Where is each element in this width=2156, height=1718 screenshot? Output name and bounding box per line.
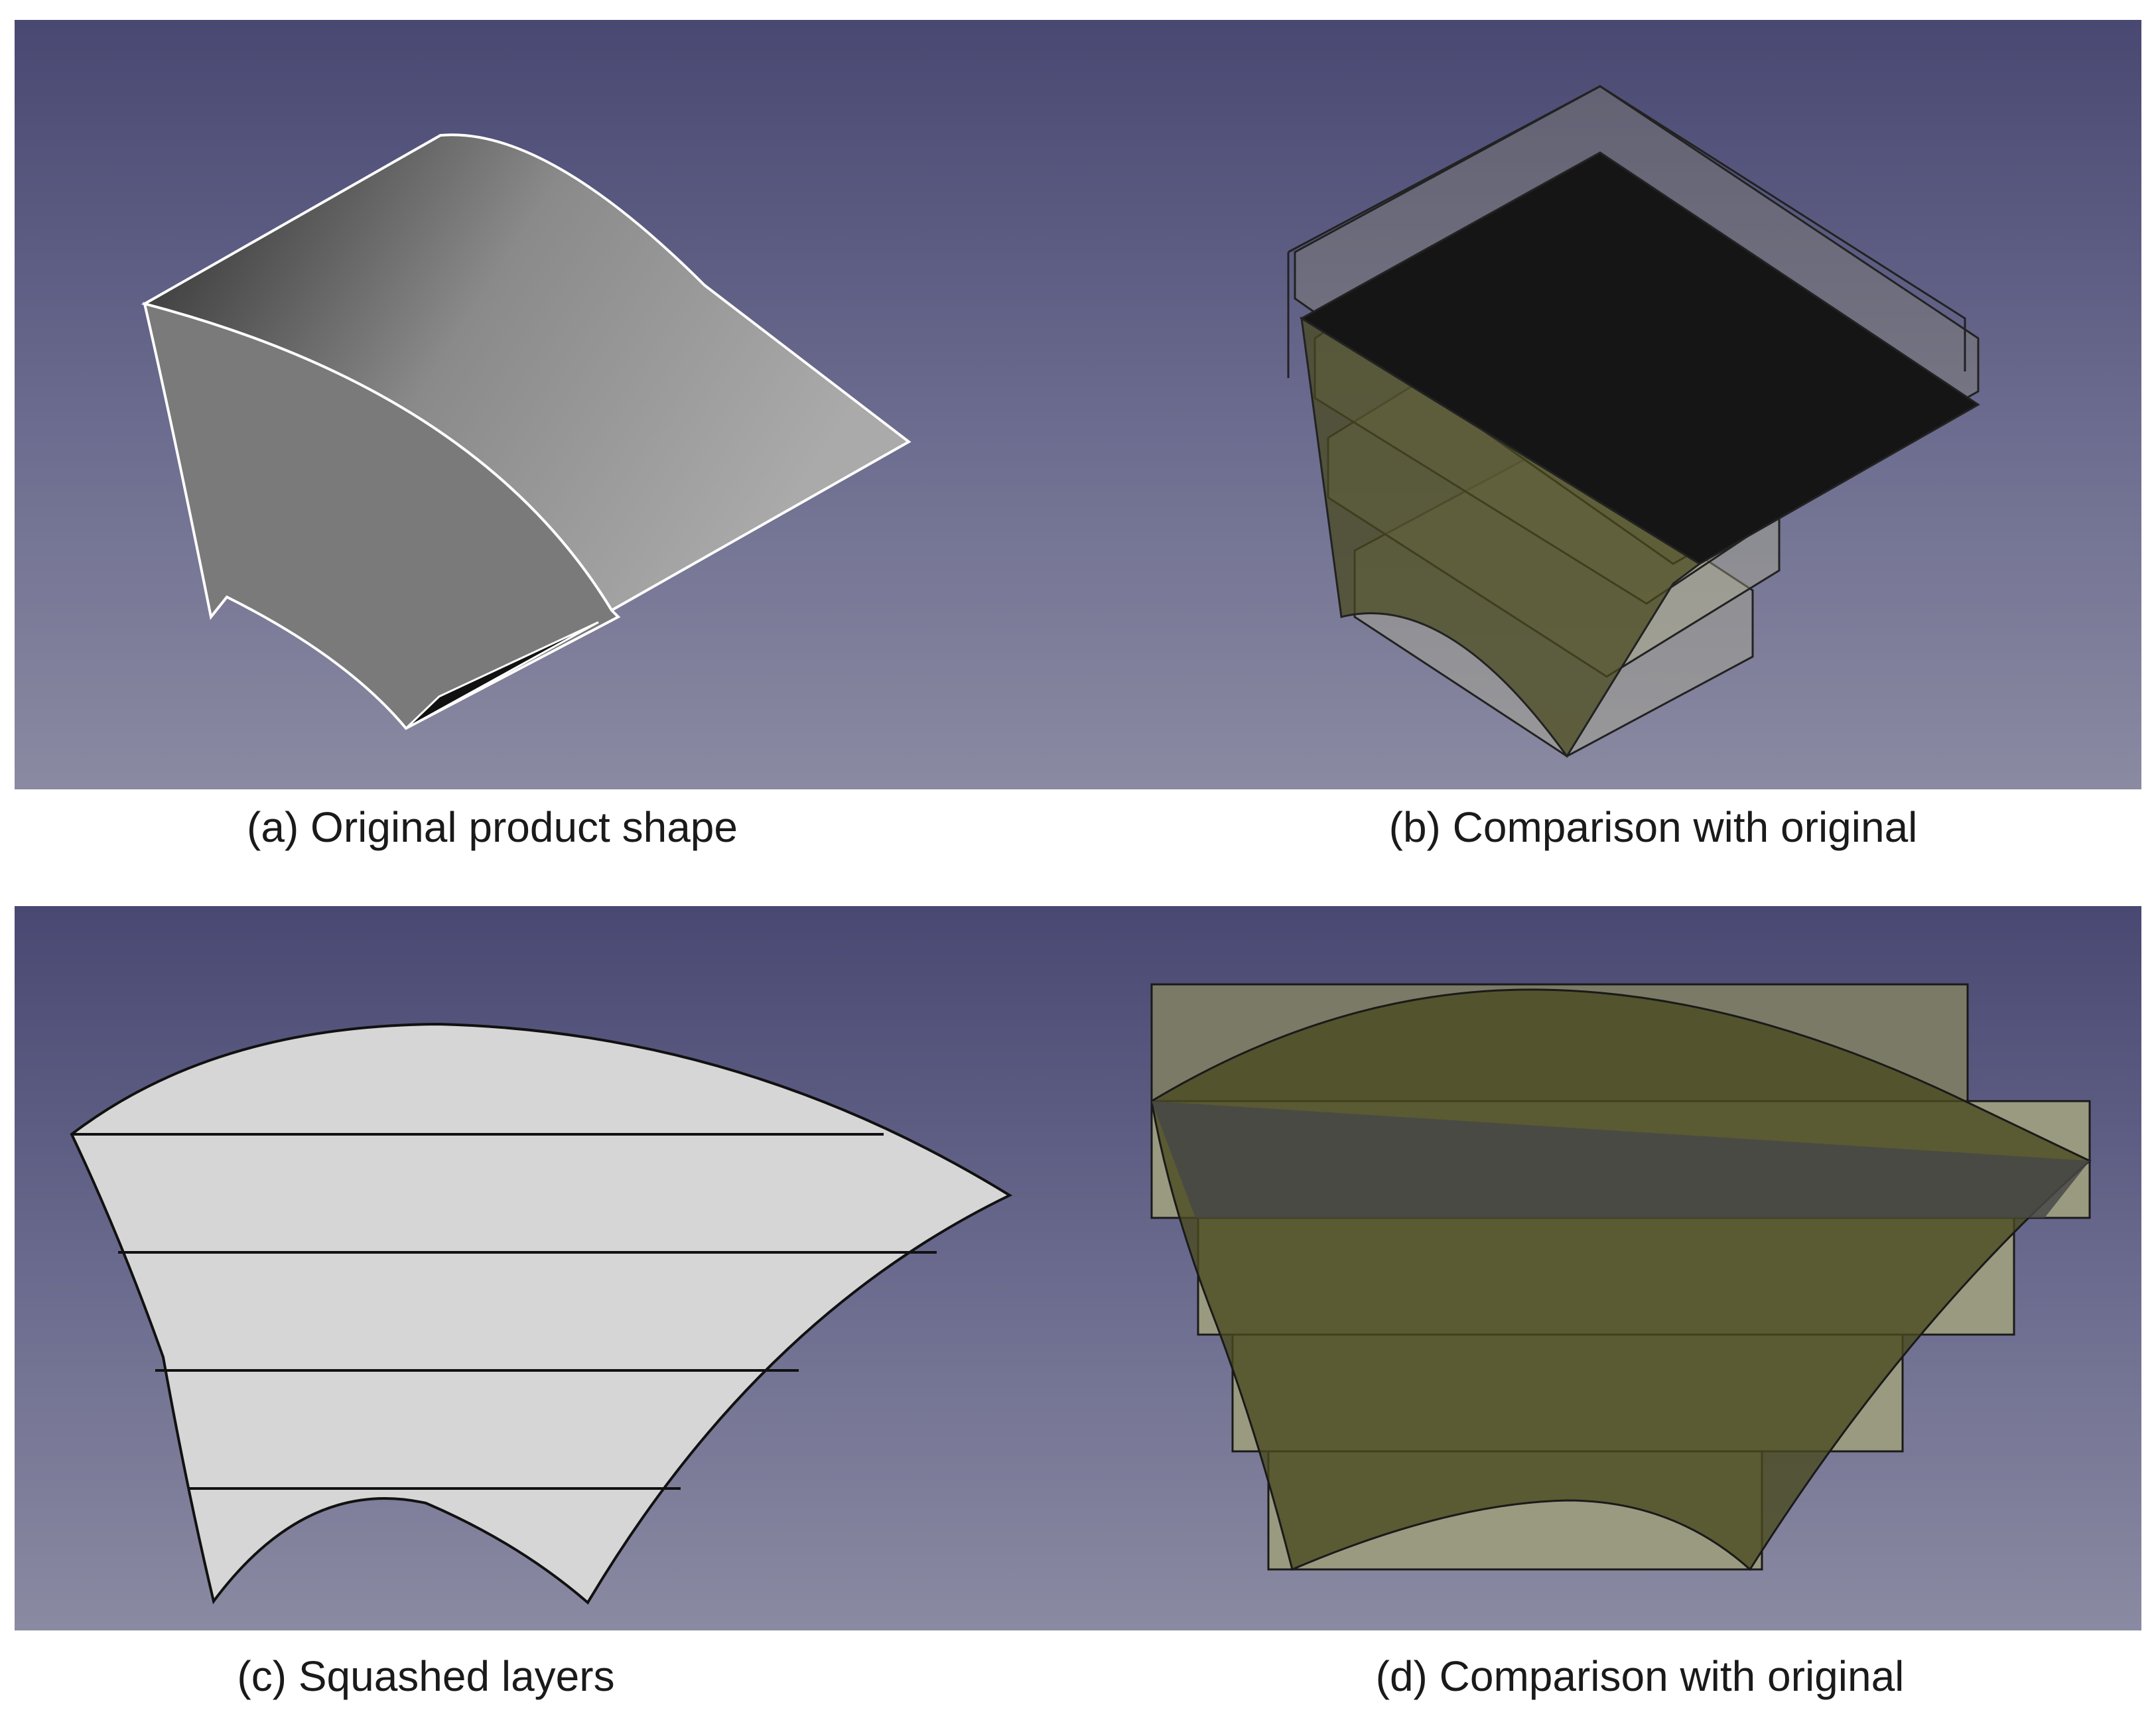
- viewport-comparison-2d: [1076, 906, 2141, 1630]
- bounding-outline: [1287, 85, 1966, 378]
- original-shape-render: [141, 133, 911, 730]
- caption-c: (c) Squashed layers: [237, 1652, 615, 1700]
- viewport-squashed-layers: [15, 906, 1080, 1630]
- viewport-original-shape: [15, 20, 1080, 789]
- original-top-band: [1152, 1101, 2090, 1218]
- original-solid-side: [1300, 316, 1702, 758]
- caption-d: (d) Comparison with original: [1375, 1652, 1905, 1700]
- caption-a: (a) Original product shape: [247, 803, 738, 851]
- squashed-layers-render: [70, 1022, 1013, 1605]
- shape-front-face: [143, 302, 621, 730]
- viewport-comparison-3d: [1076, 20, 2141, 789]
- comparison-2d-render: [1150, 983, 2092, 1571]
- shape-underside-slit: [405, 621, 599, 730]
- caption-b: (b) Comparison with original: [1388, 803, 1918, 851]
- comparison-3d-render: [1287, 85, 1980, 758]
- squashed-shape: [70, 1022, 1013, 1605]
